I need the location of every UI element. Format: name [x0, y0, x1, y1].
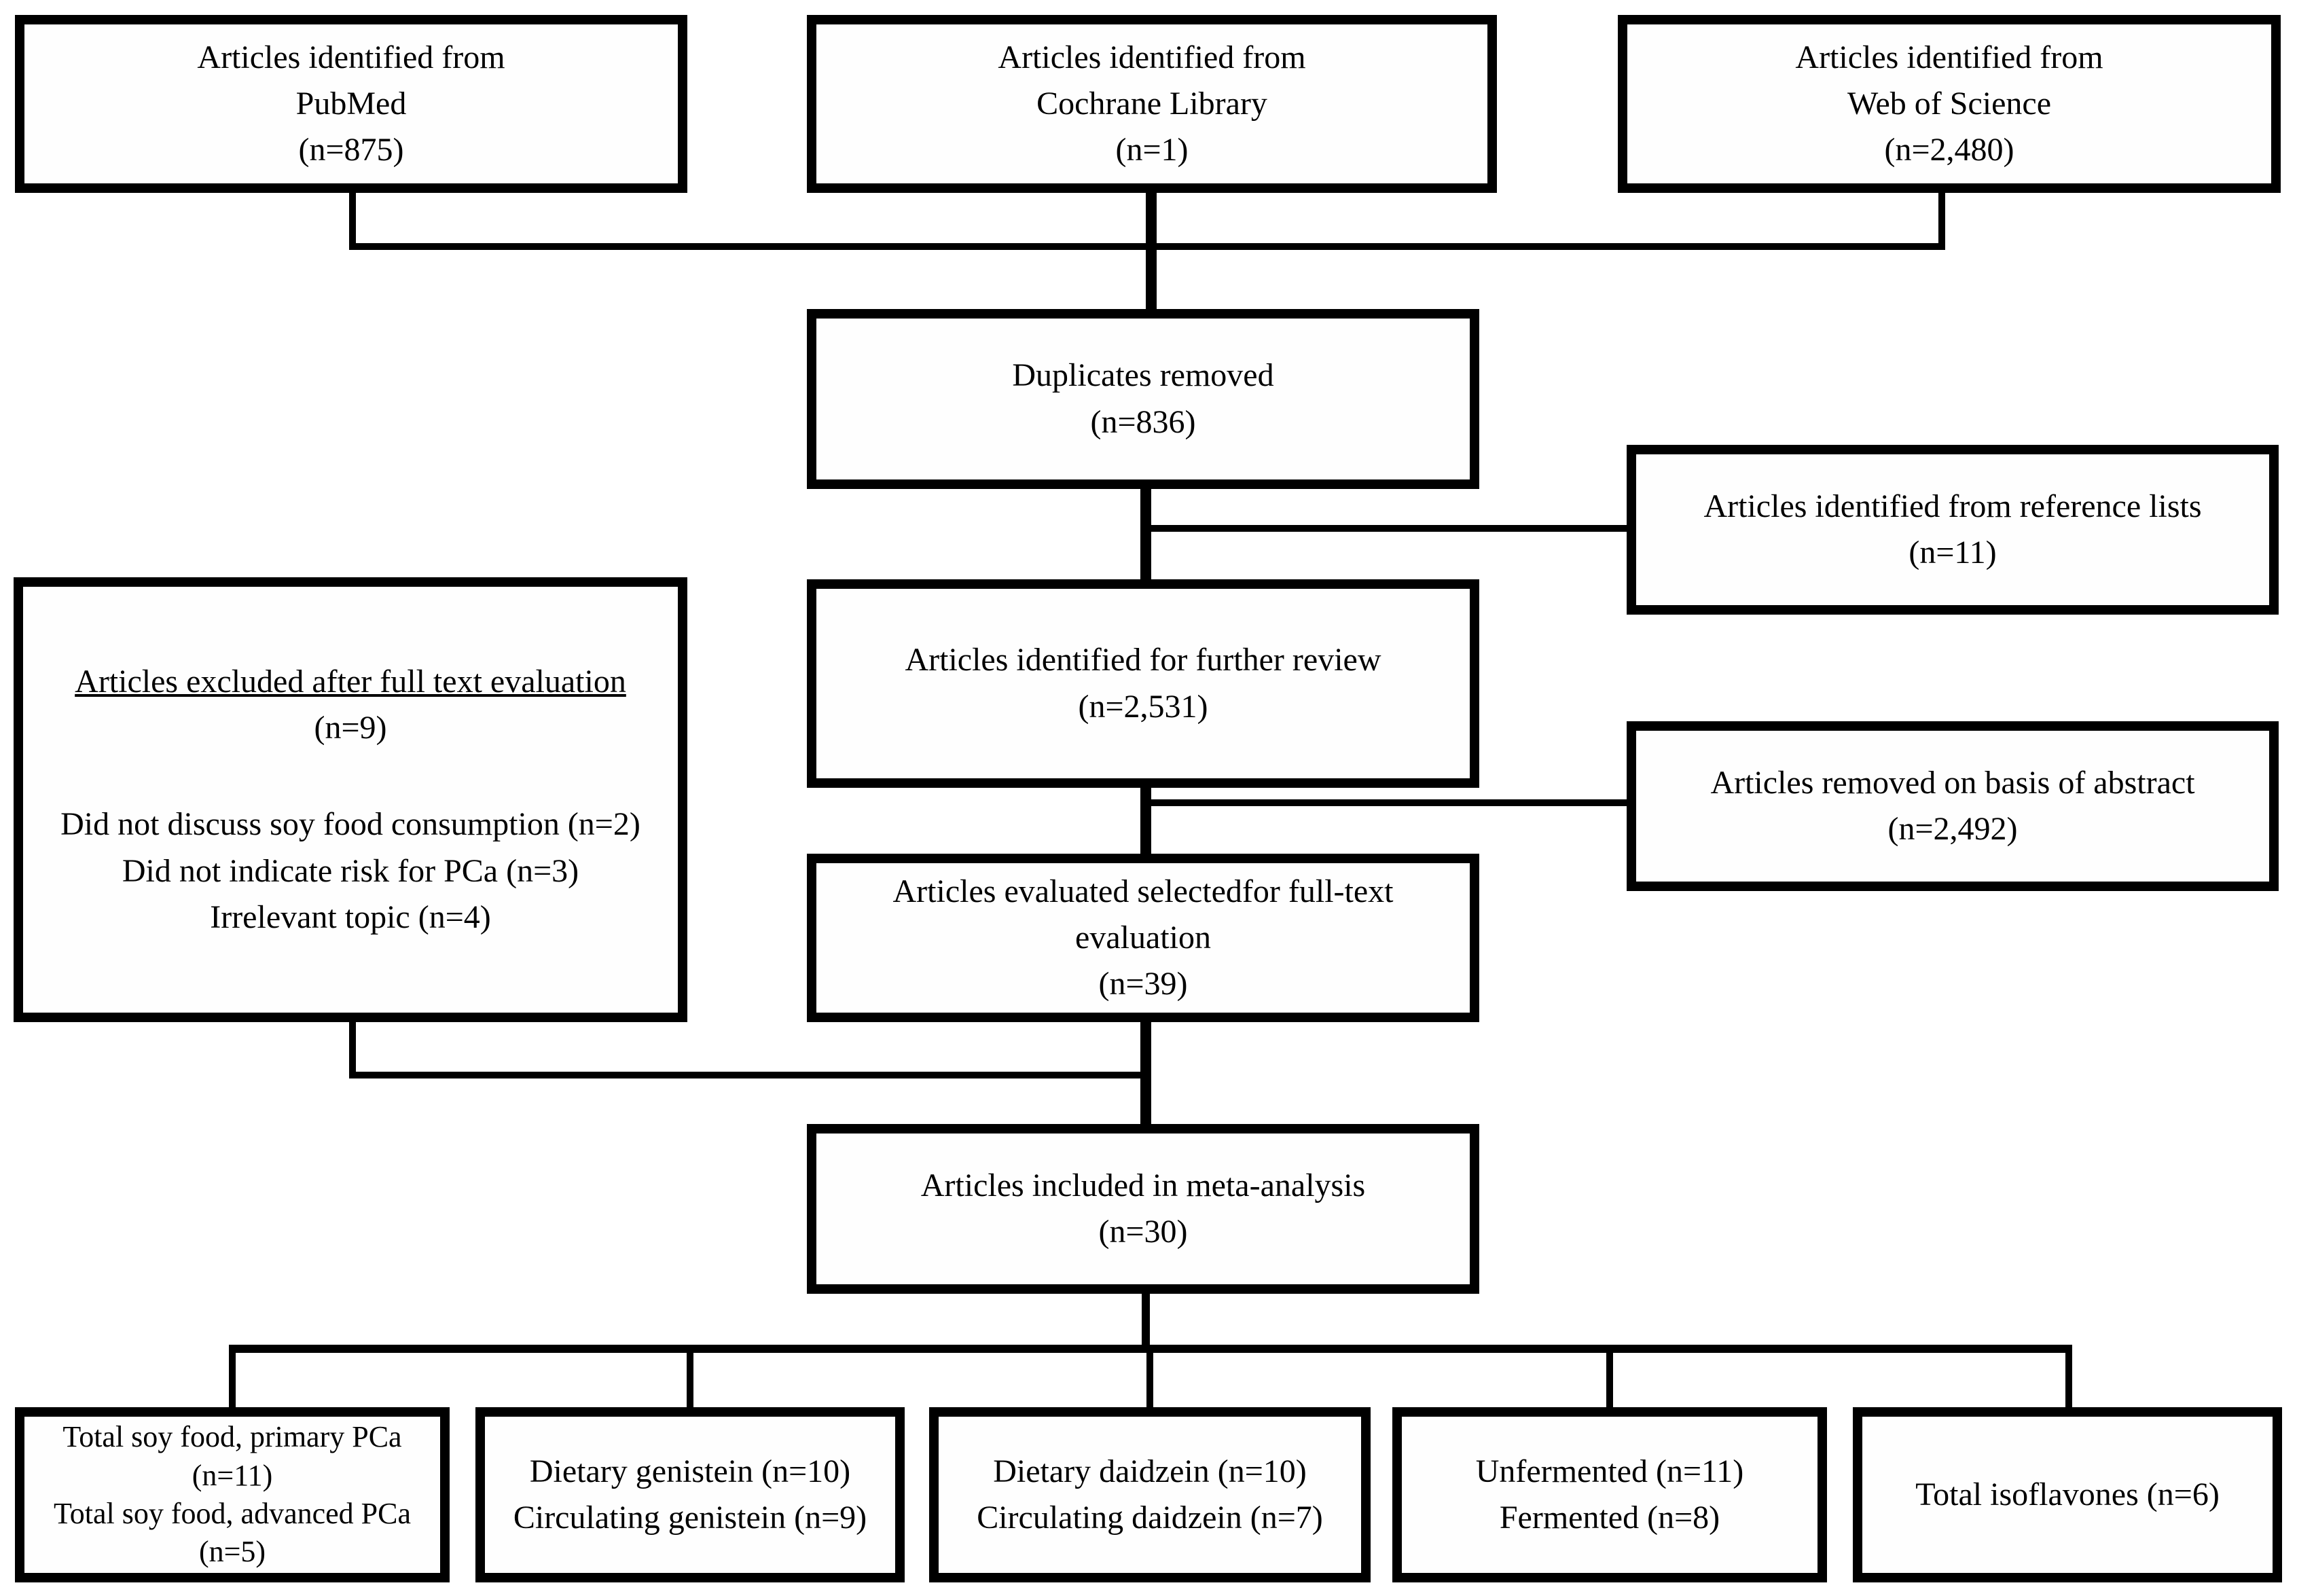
connector-drop-fermentation: [1606, 1345, 1613, 1407]
box-text-line: evaluation: [1075, 919, 1211, 956]
box-count: (n=2,531): [1078, 688, 1208, 725]
box-text-line: Cochrane Library: [1036, 85, 1267, 122]
connector-pubmed-down: [349, 193, 356, 250]
connector-duplicates-to-further: [1140, 489, 1151, 579]
connector-web-of-science-down: [1938, 193, 1945, 250]
box-articles-cochrane: Articles identified from Cochrane Librar…: [807, 15, 1497, 193]
box-abstract-removed: Articles removed on basis of abstract (n…: [1627, 721, 2279, 891]
box-text-line: Articles identified for further review: [905, 642, 1381, 678]
box-text-line: Unfermented (n=11): [1475, 1453, 1744, 1489]
box-text-line: Articles identified from reference lists: [1703, 488, 2202, 524]
connector-drop-isoflavones: [2065, 1345, 2072, 1407]
box-total-isoflavones: Total isoflavones (n=6): [1853, 1407, 2282, 1582]
box-count: (n=875): [298, 132, 404, 168]
box-text-line: Duplicates removed: [1012, 357, 1274, 394]
box-reason: Irrelevant topic (n=4): [210, 899, 491, 935]
box-text-line: PubMed: [295, 85, 407, 122]
box-count: (n=11): [192, 1458, 273, 1492]
box-articles-web-of-science: Articles identified from Web of Science …: [1618, 15, 2281, 193]
box-count: (n=2,480): [1884, 132, 2014, 168]
box-text-line: Circulating daidzein (n=7): [977, 1500, 1323, 1536]
box-further-review: Articles identified for further review (…: [807, 579, 1479, 788]
box-text-line: Total soy food, primary PCa: [62, 1420, 402, 1454]
box-count: (n=2,492): [1887, 811, 2018, 847]
box-excluded-full-text: Articles excluded after full text evalua…: [14, 577, 687, 1022]
box-count: (n=836): [1090, 403, 1196, 440]
connector-excluded-down: [349, 1022, 356, 1078]
box-title: Articles excluded after full text evalua…: [75, 664, 626, 700]
box-text-line: Web of Science: [1847, 85, 2051, 122]
connector-evaluated-to-included: [1140, 1022, 1151, 1124]
connector-trunk-to-duplicates: [1146, 193, 1157, 309]
box-count: (n=30): [1098, 1214, 1188, 1250]
box-total-soy-food: Total soy food, primary PCa (n=11) Total…: [15, 1407, 450, 1582]
box-daidzein: Dietary daidzein (n=10) Circulating daid…: [929, 1407, 1371, 1582]
box-text-line: Articles identified from: [998, 39, 1306, 75]
connector-excluded-horizontal: [349, 1072, 1151, 1078]
box-reason: Did not discuss soy food consumption (n=…: [60, 806, 640, 843]
box-text-line: Fermented (n=8): [1499, 1500, 1720, 1536]
box-count: (n=5): [198, 1535, 266, 1569]
box-count: (n=1): [1115, 132, 1189, 168]
box-text-line: Circulating genistein (n=9): [513, 1500, 867, 1536]
box-included-meta-analysis: Articles included in meta-analysis (n=30…: [807, 1124, 1479, 1294]
box-reference-lists: Articles identified from reference lists…: [1627, 445, 2279, 615]
connector-included-to-distributor: [1142, 1294, 1150, 1352]
box-articles-pubmed: Articles identified from PubMed (n=875): [15, 15, 687, 193]
box-text-line: Dietary daidzein (n=10): [993, 1453, 1307, 1489]
connector-drop-daidzein: [1146, 1345, 1153, 1407]
connector-drop-total-soy: [229, 1345, 236, 1407]
box-duplicates-removed: Duplicates removed (n=836): [807, 309, 1479, 489]
box-text-line: Articles identified from: [1795, 39, 2103, 75]
connector-abstract-removed-branch: [1146, 799, 1627, 806]
box-text-line: Articles included in meta-analysis: [920, 1167, 1366, 1203]
box-fermentation: Unfermented (n=11) Fermented (n=8): [1392, 1407, 1827, 1582]
box-text-line: Total isoflavones (n=6): [1915, 1476, 2220, 1512]
box-count: (n=9): [314, 710, 387, 746]
box-count: (n=39): [1098, 966, 1188, 1002]
box-reason: Did not indicate risk for PCa (n=3): [122, 852, 579, 889]
box-text-line: Articles evaluated selectedfor full-text: [892, 873, 1394, 909]
box-text-line: Articles removed on basis of abstract: [1710, 764, 2195, 801]
box-count: (n=11): [1909, 534, 1997, 570]
connector-drop-genistein: [687, 1345, 693, 1407]
box-genistein: Dietary genistein (n=10) Circulating gen…: [475, 1407, 905, 1582]
connector-reference-lists-branch: [1146, 525, 1627, 532]
box-evaluated-full-text: Articles evaluated selectedfor full-text…: [807, 854, 1479, 1022]
box-text-line: Dietary genistein (n=10): [529, 1453, 851, 1489]
box-text-line: Articles identified from: [197, 39, 505, 75]
connector-further-to-evaluated: [1140, 788, 1151, 854]
box-text-line: Total soy food, advanced PCa: [53, 1497, 412, 1530]
